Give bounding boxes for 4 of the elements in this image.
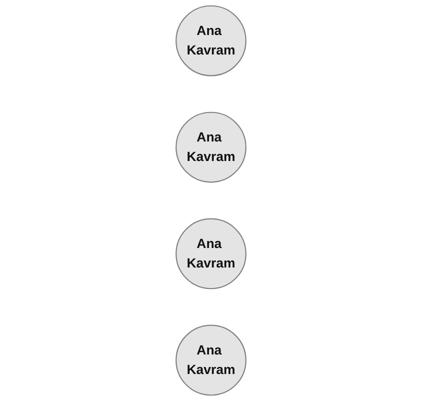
concept-circle: Ana Kavram — [176, 5, 246, 76]
concept-circle: Ana Kavram — [176, 324, 246, 396]
concept-circle: Ana Kavram — [176, 112, 246, 183]
concept-circle: Ana Kavram — [176, 218, 246, 290]
